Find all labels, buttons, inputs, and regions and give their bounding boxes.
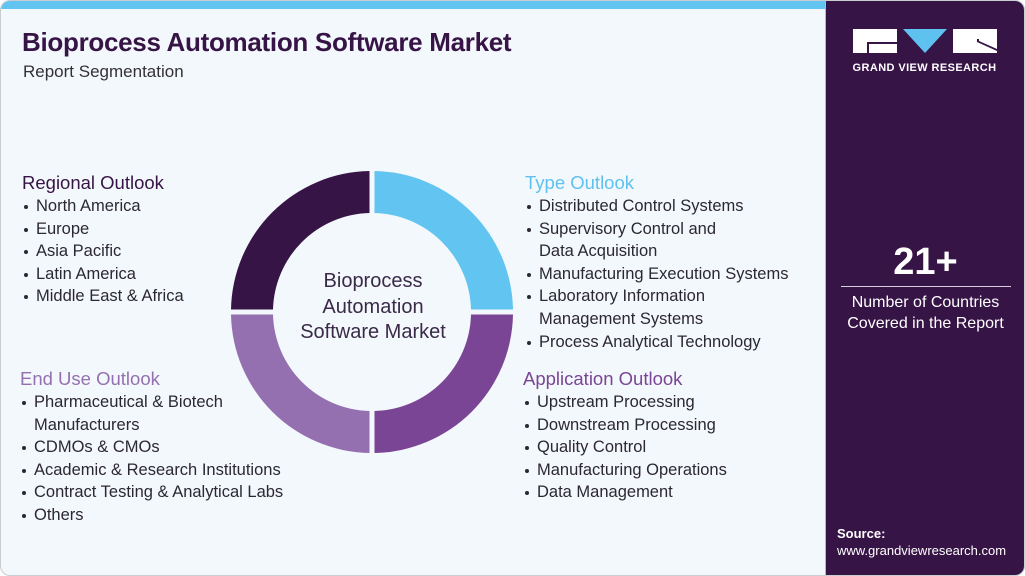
- countries-count: 21+: [893, 241, 958, 283]
- type-outlook-title: Type Outlook: [525, 172, 635, 193]
- donut-label-line: Automation: [322, 295, 424, 318]
- application-outlook-section: Application Outlook Upstream Processing …: [523, 367, 727, 504]
- list-item: Supervisory Control and: [525, 218, 788, 241]
- countries-caption: Number of Countries Covered in the Repor…: [825, 292, 1024, 334]
- list-item: North America: [22, 195, 184, 218]
- caption-line: Covered in the Report: [847, 315, 1004, 332]
- page-title: Bioprocess Automation Software Market: [22, 27, 512, 57]
- donut-center-label: Bioprocess Automation Software Market: [273, 269, 473, 346]
- list-item: CDMOs & CMOs: [20, 436, 283, 459]
- source-label: Source:: [837, 526, 886, 541]
- list-item: Downstream Processing: [523, 414, 727, 437]
- side-panel: [825, 1, 1024, 575]
- top-accent-stripe: [1, 1, 825, 9]
- donut-segment-end-use: [231, 314, 370, 453]
- grand-view-research-logo-icon: [853, 29, 997, 53]
- page-subtitle: Report Segmentation: [23, 62, 184, 81]
- segmentation-donut: [231, 171, 513, 453]
- donut-segment-regional: [231, 171, 370, 310]
- end-use-outlook-title: End Use Outlook: [20, 368, 160, 389]
- caption-line: Number of Countries: [851, 294, 1000, 311]
- list-item: Europe: [22, 218, 184, 241]
- list-item: Pharmaceutical & Biotech: [20, 391, 283, 414]
- donut-segment-type: [374, 171, 513, 310]
- list-item: Others: [20, 504, 283, 527]
- end-use-outlook-section: End Use Outlook Pharmaceutical & Biotech…: [20, 367, 283, 527]
- list-item: Contract Testing & Analytical Labs: [20, 481, 283, 504]
- logo-text: GRAND VIEW RESEARCH: [852, 62, 997, 74]
- end-use-outlook-list: Pharmaceutical & Biotech Manufacturers C…: [20, 391, 283, 527]
- regional-outlook-section: Regional Outlook North America Europe As…: [22, 171, 184, 308]
- list-item-continuation: Manufacturers: [34, 415, 140, 434]
- list-item: Data Management: [523, 481, 727, 504]
- list-item: Manufacturing Execution Systems: [525, 263, 788, 286]
- list-item: Upstream Processing: [523, 391, 727, 414]
- list-item: Quality Control: [523, 436, 727, 459]
- source-url: www.grandviewresearch.com: [837, 543, 1007, 558]
- stat-divider: [841, 286, 1011, 287]
- list-item: Middle East & Africa: [22, 285, 184, 308]
- list-item: Process Analytical Technology: [525, 331, 788, 354]
- application-outlook-list: Upstream Processing Downstream Processin…: [523, 391, 727, 504]
- type-outlook-section: Type Outlook Distributed Control Systems…: [525, 171, 788, 353]
- list-item: Manufacturing Operations: [523, 459, 727, 482]
- list-item: Academic & Research Institutions: [20, 459, 283, 482]
- donut-label-line: Software Market: [300, 321, 446, 343]
- regional-outlook-title: Regional Outlook: [22, 172, 164, 193]
- application-outlook-title: Application Outlook: [523, 368, 683, 389]
- list-item: Distributed Control Systems: [525, 195, 788, 218]
- type-outlook-list: Distributed Control Systems Supervisory …: [525, 195, 788, 353]
- list-item-continuation: Data Acquisition: [539, 242, 658, 261]
- list-item: Latin America: [22, 263, 184, 286]
- regional-outlook-list: North America Europe Asia Pacific Latin …: [22, 195, 184, 308]
- list-item: Laboratory Information: [525, 285, 788, 308]
- donut-label-line: Bioprocess: [323, 270, 423, 292]
- donut-segment-application: [374, 314, 513, 453]
- list-item: Asia Pacific: [22, 240, 184, 263]
- list-item-continuation: Management Systems: [539, 309, 704, 328]
